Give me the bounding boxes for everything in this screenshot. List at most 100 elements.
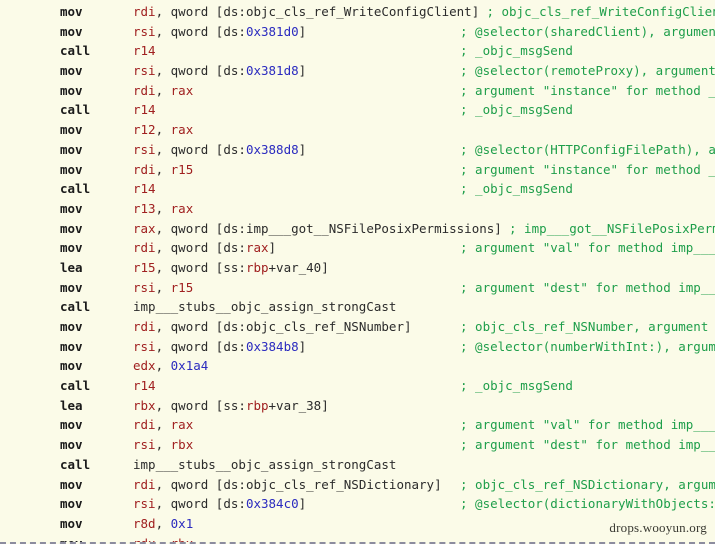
instruction-operands: rdi, rax — [133, 82, 194, 98]
instruction-operands: rsi, qword [ds:0x381d8] — [133, 63, 307, 79]
instruction-mnemonic: mov — [60, 122, 83, 138]
instruction-comment: ; @selector(remoteProxy), argument ' — [460, 63, 715, 79]
code-line[interactable]: mov r12, rax — [0, 120, 715, 140]
instruction-operands: rdi, qword [ds:objc_cls_ref_NSNumber] — [133, 319, 412, 334]
instruction-operands: rdx, rbx — [133, 535, 194, 544]
code-line[interactable]: mov rdi, rax ; argument "val" for method i… — [0, 415, 715, 435]
instruction-comment: ; argument "instance" for method _ob — [460, 82, 715, 98]
instruction-comment: ; imp___got__NSFilePosixPermis — [509, 220, 715, 236]
instruction-mnemonic: lea — [60, 397, 83, 413]
code-line[interactable]: mov rdi, qword [ds:objc_cls_ref_NSNumber]… — [0, 317, 715, 337]
code-line[interactable]: mov rdi, qword [ds:objc_cls_ref_NSDiction… — [0, 475, 715, 495]
instruction-mnemonic: mov — [60, 200, 83, 216]
instruction-mnemonic: mov — [60, 82, 83, 98]
instruction-operands: rax, qword [ds:imp___got__NSFilePosixPer… — [133, 220, 502, 236]
instruction-mnemonic: mov — [60, 496, 83, 512]
instruction-mnemonic: call — [60, 102, 91, 118]
instruction-comment: ; objc_cls_ref_NSNumber, argument "i — [460, 319, 715, 334]
instruction-operands: imp___stubs__objc_assign_strongCast — [133, 299, 397, 315]
instruction-comment: ; _objc_msgSend — [460, 378, 573, 394]
instruction-mnemonic: call — [60, 43, 91, 59]
instruction-mnemonic: mov — [60, 515, 83, 531]
instruction-operands: r8d, 0x1 — [133, 515, 194, 531]
instruction-mnemonic: mov — [60, 240, 83, 256]
instruction-mnemonic: call — [60, 181, 91, 197]
instruction-operands: rbx, qword [ss:rbp+var_38] — [133, 397, 329, 413]
instruction-comment: ; argument "val" for method imp___st — [460, 240, 715, 256]
instruction-operands: r13, rax — [133, 200, 194, 216]
instruction-operands: rdi, qword [ds:objc_cls_ref_WriteConfigC… — [133, 4, 480, 19]
code-line[interactable]: mov rdi, qword [ds:objc_cls_ref_WriteConf… — [0, 2, 715, 22]
instruction-mnemonic: mov — [60, 4, 83, 19]
code-line[interactable]: call imp___stubs__objc_assign_strongCast — [0, 455, 715, 475]
instruction-mnemonic: call — [60, 456, 91, 472]
instruction-operands: r14 — [133, 102, 156, 118]
instruction-mnemonic: mov — [60, 476, 83, 492]
instruction-operands: rdi, rax — [133, 417, 194, 433]
instruction-comment: ; @selector(sharedClient), argument — [460, 23, 715, 39]
instruction-mnemonic: mov — [60, 535, 83, 544]
code-line[interactable]: mov rsi, qword [ds:0x381d8] ; @selector(re… — [0, 61, 715, 81]
instruction-mnemonic: mov — [60, 417, 83, 433]
instruction-comment: ; _objc_msgSend — [460, 181, 573, 197]
instruction-operands: r14 — [133, 378, 156, 394]
code-line[interactable]: mov rdi, qword [ds:rax] ; argument "val" f… — [0, 238, 715, 258]
instruction-comment: ; objc_cls_ref_WriteConfigClient, argume… — [486, 4, 715, 19]
instruction-comment: ; @selector(dictionaryWithObjects:fo — [460, 496, 715, 512]
instruction-operands: rsi, qword [ds:0x381d0] — [133, 23, 307, 39]
code-line[interactable]: mov r13, rax — [0, 199, 715, 219]
code-line[interactable]: call r14 ; _objc_msgSend — [0, 376, 715, 396]
instruction-mnemonic: call — [60, 299, 91, 315]
instruction-mnemonic: mov — [60, 279, 83, 295]
instruction-operands: rdi, qword [ds:rax] — [133, 240, 277, 256]
instruction-operands: rsi, qword [ds:0x384b8] — [133, 338, 307, 354]
instruction-mnemonic: mov — [60, 437, 83, 453]
instruction-mnemonic: mov — [60, 23, 83, 39]
instruction-operands: r12, rax — [133, 122, 194, 138]
instruction-comment: ; argument "instance" for method _ob — [460, 161, 715, 177]
instruction-mnemonic: mov — [60, 338, 83, 354]
instruction-comment: ; argument "val" for method imp___st — [460, 417, 715, 433]
instruction-mnemonic: mov — [60, 63, 83, 79]
instruction-comment: ; argument "dest" for method imp___s — [460, 437, 715, 453]
instruction-operands: r14 — [133, 43, 156, 59]
instruction-operands: rdi, qword [ds:objc_cls_ref_NSDictionary… — [133, 476, 442, 492]
watermark-text: drops.wooyun.org — [609, 520, 707, 535]
code-line[interactable]: mov rsi, qword [ds:0x381d0] ; @selector(sh… — [0, 22, 715, 42]
instruction-operands: r15, qword [ss:rbp+var_40] — [133, 259, 329, 275]
code-line[interactable]: mov edx, 0x1a4 — [0, 356, 715, 376]
code-line[interactable]: mov r8d, 0x1 — [0, 514, 715, 534]
instruction-operands: edx, 0x1a4 — [133, 358, 209, 374]
instruction-comment: ; objc_cls_ref_NSDictionary, argumen — [460, 476, 715, 492]
instruction-mnemonic: mov — [60, 141, 83, 157]
instruction-operands: rdi, r15 — [133, 161, 194, 177]
code-line[interactable]: call imp___stubs__objc_assign_strongCast — [0, 297, 715, 317]
instruction-mnemonic: call — [60, 378, 91, 394]
instruction-mnemonic: mov — [60, 161, 83, 177]
code-line[interactable]: lea rbx, qword [ss:rbp+var_38] — [0, 396, 715, 416]
instruction-comment: ; _objc_msgSend — [460, 43, 573, 59]
instruction-mnemonic: mov — [60, 319, 83, 334]
instruction-mnemonic: mov — [60, 358, 83, 374]
code-line[interactable]: mov rsi, r15 ; argument "dest" for method … — [0, 278, 715, 298]
instruction-operands: r14 — [133, 181, 156, 197]
code-line[interactable]: call r14 ; _objc_msgSend — [0, 179, 715, 199]
code-line[interactable]: mov rdi, r15 ; argument "instance" for met… — [0, 160, 715, 180]
code-line[interactable]: mov rsi, qword [ds:0x388d8] ; @selector(HT… — [0, 140, 715, 160]
code-line[interactable]: mov rdx, rbx — [0, 534, 715, 544]
instruction-operands: rsi, r15 — [133, 279, 194, 295]
instruction-operands: rsi, qword [ds:0x388d8] — [133, 141, 307, 157]
code-line[interactable]: call r14 ; _objc_msgSend — [0, 41, 715, 61]
instruction-comment: ; @selector(HTTPConfigFilePath), arg — [460, 141, 715, 157]
code-line[interactable]: mov rdi, rax ; argument "instance" for met… — [0, 81, 715, 101]
instruction-operands: imp___stubs__objc_assign_strongCast — [133, 456, 397, 472]
instruction-comment: ; argument "dest" for method imp___s — [460, 279, 715, 295]
